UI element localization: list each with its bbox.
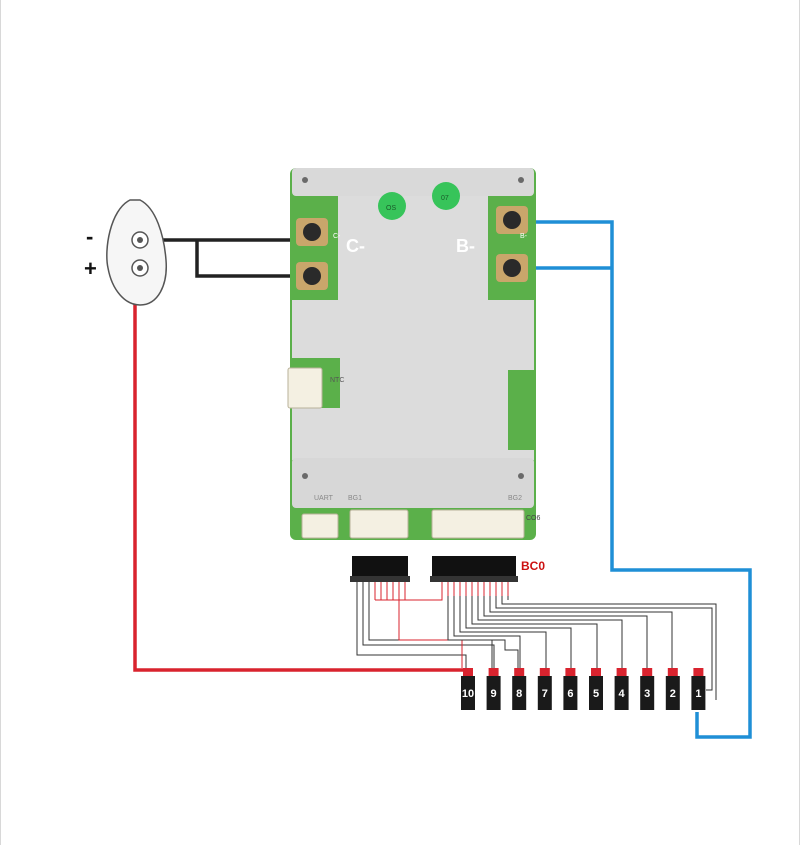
cell-positive-cap: [591, 668, 601, 676]
cell-body: [461, 676, 475, 710]
battery-cell: 6: [563, 668, 578, 710]
con-label: CO6: [526, 515, 541, 522]
cell-positive-cap: [693, 668, 704, 676]
cell-number-label: 5: [593, 688, 599, 700]
cell-number-label: 1: [695, 688, 701, 700]
battery-cell: 7: [537, 668, 552, 710]
minus-label: -: [86, 224, 93, 249]
cell-body: [512, 676, 527, 710]
b-minus-label: B-: [456, 236, 475, 256]
cell-positive-cap: [642, 668, 653, 676]
battery-cell: 9: [486, 668, 501, 710]
sticker-left: OS: [386, 205, 396, 212]
battery-cell: 8: [512, 668, 527, 710]
cell-number-label: 10: [462, 688, 474, 700]
battery-cell: 2: [665, 668, 680, 710]
bg2-label: BG2: [508, 495, 522, 502]
header-strip-small: [350, 576, 410, 582]
cell-positive-cap: [514, 668, 525, 676]
cell-number-label: 6: [567, 688, 573, 700]
cell-positive-cap: [539, 668, 550, 676]
black-wire-c-bottom: [195, 240, 292, 278]
battery-cells: 10 9 8 7 6 5 4 3 2 1: [461, 668, 706, 710]
cell-body: [640, 676, 655, 710]
cell-number-label: 4: [619, 688, 626, 700]
cell-positive-cap: [565, 668, 576, 676]
cell-positive-cap: [488, 668, 499, 676]
c-minus-label: C-: [346, 236, 365, 256]
cell-body: [537, 676, 552, 710]
c-pad-label: C-: [333, 233, 341, 240]
cell-body: [614, 676, 629, 710]
balance-wires-left: [356, 582, 519, 668]
cell-positive-cap: [616, 668, 627, 676]
bms-board: [287, 168, 536, 540]
output-terminal: [106, 199, 167, 306]
blue-wire-b-top: [525, 220, 752, 739]
cell-number-label: 9: [491, 688, 497, 700]
balance-wires-red-marks: [441, 582, 509, 596]
cell-number-label: 3: [644, 688, 650, 700]
cell-number-label: 2: [670, 688, 676, 700]
plus-label: +: [84, 256, 97, 281]
battery-cell: 4: [614, 668, 629, 710]
balance-plug-large: [432, 556, 516, 576]
battery-cell: 3: [640, 668, 655, 710]
bg1-label: BG1: [348, 495, 362, 502]
battery-cell: 5: [589, 668, 603, 710]
b-pad-label: B-: [520, 233, 528, 240]
ntc-label: NTC: [330, 377, 344, 384]
cell-positive-cap: [667, 668, 678, 676]
cell-number-label: 7: [542, 688, 548, 700]
cell-body: [589, 676, 603, 710]
cell-positive-cap: [463, 668, 473, 676]
balance-plug-small: [352, 556, 408, 576]
battery-cell: 1: [691, 668, 706, 710]
sticker-right: 07: [441, 195, 449, 202]
cell-number-label: 8: [516, 688, 522, 700]
uart-label: UART: [314, 495, 334, 502]
connector-label: BC0: [521, 559, 545, 573]
cell-body: [563, 676, 578, 710]
cell-body: [691, 676, 706, 710]
battery-cell: 10: [461, 668, 475, 710]
cell-body: [665, 676, 680, 710]
header-strip-large: [430, 576, 518, 582]
cell-body: [486, 676, 501, 710]
